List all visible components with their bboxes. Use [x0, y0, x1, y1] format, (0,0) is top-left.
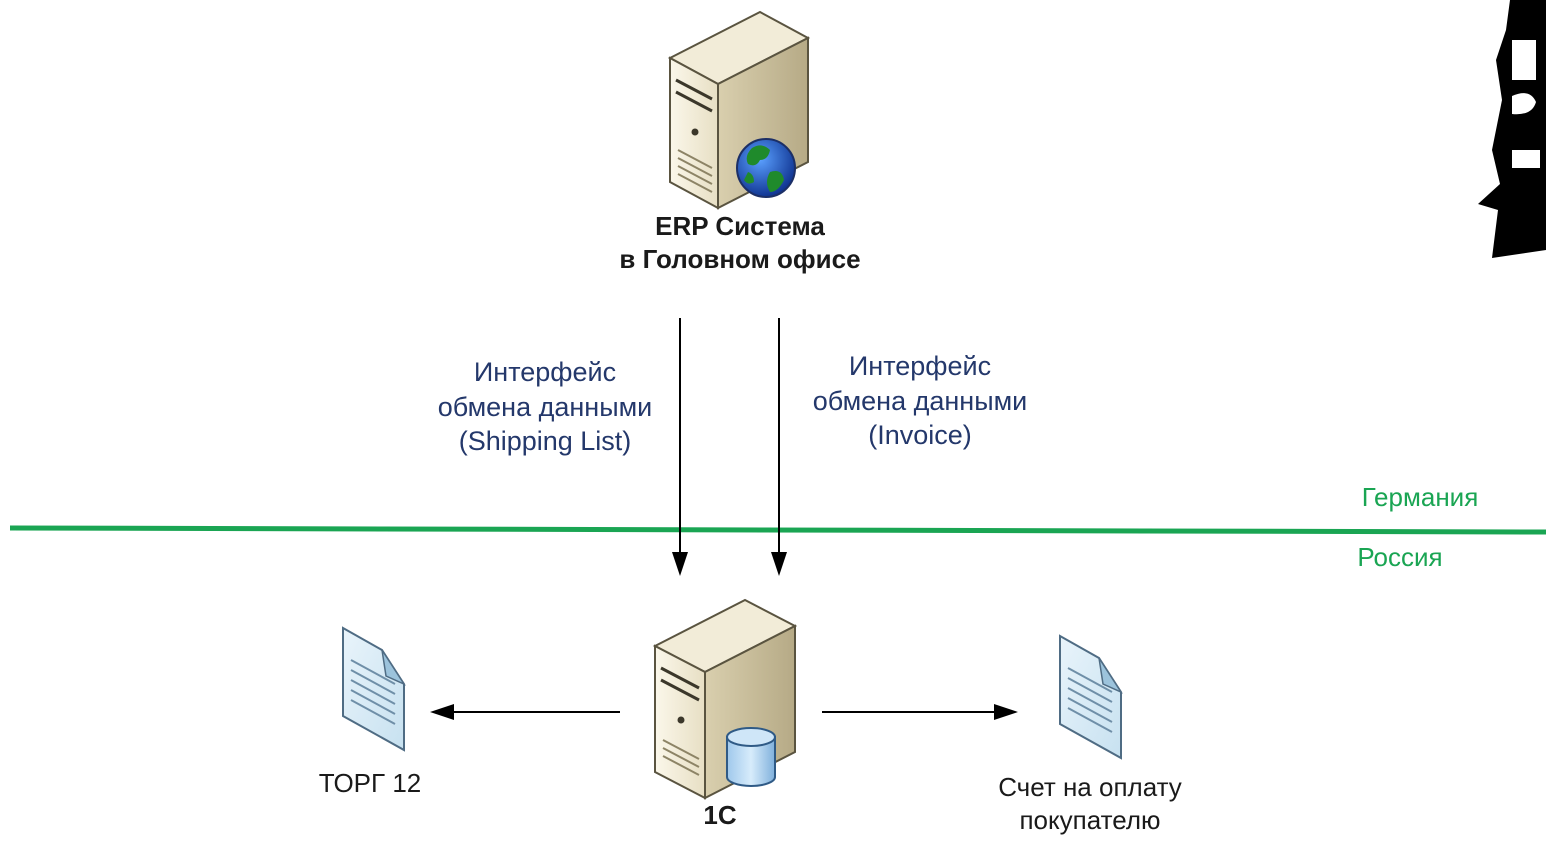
logo-glyph: [1478, 0, 1546, 258]
document-label-invoice: Счет на оплату покупателю: [960, 771, 1220, 838]
region-label-germany: Германия: [1361, 482, 1479, 512]
arrow-shipping-list: [672, 318, 688, 576]
arrow-to-torg12: [430, 704, 620, 720]
document-icon: [1059, 634, 1123, 760]
interface-line3: (Shipping List): [458, 426, 632, 457]
document-label-torg12: ТОРГ 12: [318, 768, 422, 798]
database-server-icon: [652, 598, 798, 800]
interface-label-shipping-list: Интерфейс обмена данными (Shipping List): [405, 355, 685, 459]
erp-title-line1: ERP Система: [655, 211, 825, 241]
web-server-icon: [667, 10, 811, 210]
interface-line1: Интерфейс: [848, 351, 992, 381]
invoice-label-line2: покупателю: [1019, 805, 1161, 836]
invoice-label-line1: Счет на оплату: [998, 772, 1182, 802]
arrow-invoice: [771, 318, 787, 576]
interface-line3: (Invoice): [868, 420, 972, 451]
interface-line2: обмена данными: [812, 385, 1028, 416]
interface-line2: обмена данными: [437, 391, 653, 422]
arrow-to-invoice-doc: [822, 704, 1018, 720]
region-label-russia: Россия: [1357, 542, 1443, 572]
erp-system-label: ERP Система в Головном офисе: [560, 210, 920, 277]
interface-line1: Интерфейс: [473, 357, 617, 387]
interface-label-invoice: Интерфейс обмена данными (Invoice): [780, 349, 1060, 453]
document-icon: [342, 626, 406, 752]
onec-label: 1С: [703, 800, 737, 830]
erp-title-line2: в Головном офисе: [619, 244, 861, 275]
